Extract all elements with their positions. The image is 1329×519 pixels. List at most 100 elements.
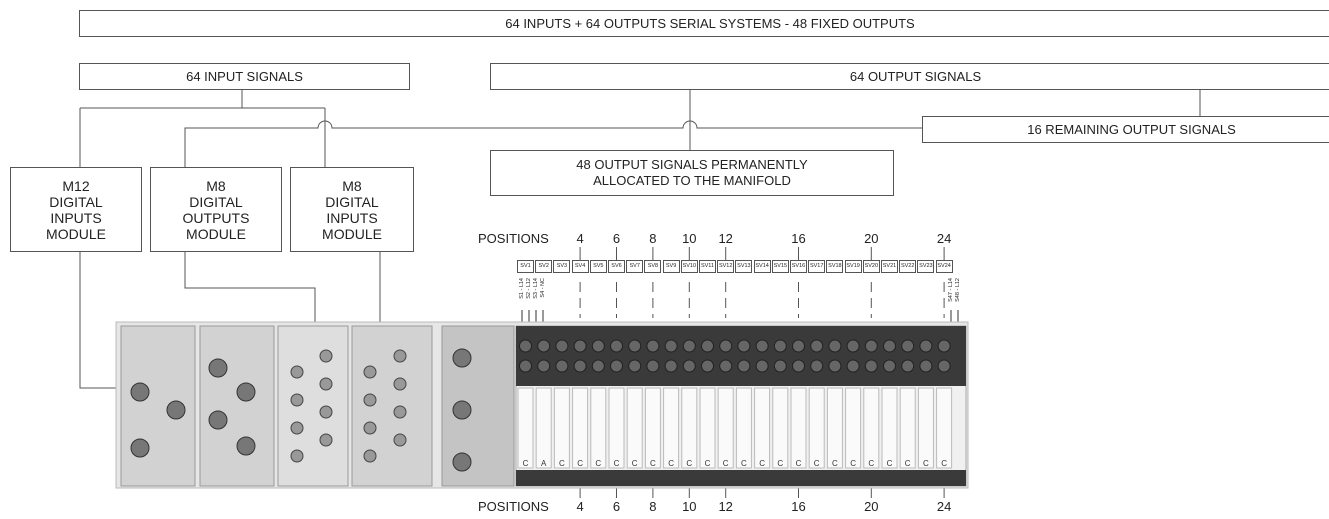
valve-code: C: [523, 459, 529, 468]
input-signals-box: 64 INPUT SIGNALS: [79, 63, 410, 90]
valve-port: [720, 340, 732, 352]
signal-tag: S3 - L14: [533, 278, 539, 299]
valve-port: [829, 360, 841, 372]
valve-code: C: [887, 459, 893, 468]
m8-inputs-module-label: M8 DIGITAL INPUTS MODULE: [322, 178, 382, 242]
position-number: 16: [791, 499, 805, 514]
solenoid-valve-sv16: SV16: [790, 260, 807, 273]
valve-slice: [773, 388, 788, 468]
signal-tag: S47 - L14: [948, 278, 954, 302]
solenoid-valve-sv8: SV8: [644, 260, 661, 273]
valve-slice: [846, 388, 861, 468]
valve-port: [520, 340, 532, 352]
solenoid-valve-sv13: SV13: [735, 260, 752, 273]
solenoid-valve-sv10: SV10: [681, 260, 698, 273]
valve-port: [592, 340, 604, 352]
input-signals-label: 64 INPUT SIGNALS: [186, 69, 303, 85]
valve-slice: [864, 388, 879, 468]
valve-port: [847, 360, 859, 372]
valve-slice: [809, 388, 824, 468]
fixed-outputs-box: 48 OUTPUT SIGNALS PERMANENTLY ALLOCATED …: [490, 150, 894, 196]
valve-port: [556, 340, 568, 352]
valve-code: C: [668, 459, 674, 468]
positions-label-bottom: POSITIONS: [478, 499, 549, 514]
valve-port: [574, 340, 586, 352]
m8-inputs-module-box: M8 DIGITAL INPUTS MODULE: [290, 167, 414, 252]
valve-port: [556, 360, 568, 372]
valve-port: [938, 340, 950, 352]
valve-slice: [900, 388, 915, 468]
valve-port: [738, 360, 750, 372]
remaining-outputs-box: 16 REMAINING OUTPUT SIGNALS: [922, 116, 1329, 143]
position-number: 24: [937, 499, 951, 514]
valve-slice: [918, 388, 933, 468]
m8-outputs-module-box: M8 DIGITAL OUTPUTS MODULE: [150, 167, 282, 252]
valve-port: [774, 360, 786, 372]
valve-slice: [791, 388, 806, 468]
valve-slice: [736, 388, 751, 468]
valve-slice: [554, 388, 569, 468]
position-number: 10: [682, 499, 696, 514]
valve-port: [902, 360, 914, 372]
valve-slice: [627, 388, 642, 468]
solenoid-valve-sv15: SV15: [772, 260, 789, 273]
valve-code: C: [705, 459, 711, 468]
valve-port: [756, 360, 768, 372]
valve-port: [865, 360, 877, 372]
valve-port: [847, 340, 859, 352]
m8-outputs-module-label: M8 DIGITAL OUTPUTS MODULE: [183, 178, 250, 242]
solenoid-valve-sv9: SV9: [663, 260, 680, 273]
valve-code: C: [868, 459, 874, 468]
valve-code: C: [614, 459, 620, 468]
valve-code: C: [595, 459, 601, 468]
valve-code: C: [759, 459, 765, 468]
position-number: 4: [576, 499, 583, 514]
position-number: 20: [864, 231, 878, 246]
system-title: 64 INPUTS + 64 OUTPUTS SERIAL SYSTEMS - …: [505, 16, 914, 32]
solenoid-valve-sv24: SV24: [936, 260, 953, 273]
valve-port: [902, 340, 914, 352]
solenoid-valve-sv14: SV14: [754, 260, 771, 273]
valve-slice: [882, 388, 897, 468]
solenoid-valve-sv5: SV5: [590, 260, 607, 273]
position-number: 12: [718, 231, 732, 246]
valve-slice: [645, 388, 660, 468]
position-number: 6: [613, 499, 620, 514]
position-number: 12: [718, 499, 732, 514]
solenoid-valve-sv22: SV22: [899, 260, 916, 273]
valve-port: [647, 360, 659, 372]
valve-port: [629, 340, 641, 352]
valve-code: C: [832, 459, 838, 468]
valve-port: [702, 360, 714, 372]
valve-slice: [664, 388, 679, 468]
m12-inputs-module-box: M12 DIGITAL INPUTS MODULE: [10, 167, 142, 252]
valve-code: C: [814, 459, 820, 468]
fixed-outputs-label: 48 OUTPUT SIGNALS PERMANENTLY ALLOCATED …: [576, 157, 807, 189]
solenoid-valve-sv4: SV4: [572, 260, 589, 273]
valve-port: [811, 360, 823, 372]
valve-slice: [518, 388, 533, 468]
valve-code: C: [850, 459, 856, 468]
position-number: 20: [864, 499, 878, 514]
solenoid-valve-sv20: SV20: [863, 260, 880, 273]
positions-label-top: POSITIONS: [478, 231, 549, 246]
position-number: 16: [791, 231, 805, 246]
valve-port: [538, 340, 550, 352]
solenoid-valve-sv19: SV19: [845, 260, 862, 273]
solenoid-valve-sv18: SV18: [826, 260, 843, 273]
valve-port: [738, 340, 750, 352]
valve-code: C: [796, 459, 802, 468]
valve-port: [920, 360, 932, 372]
valve-port: [611, 360, 623, 372]
system-title-box: 64 INPUTS + 64 OUTPUTS SERIAL SYSTEMS - …: [79, 10, 1329, 37]
valve-code: C: [905, 459, 911, 468]
valve-port: [592, 360, 604, 372]
valve-port: [611, 340, 623, 352]
valve-code: C: [941, 459, 947, 468]
valve-code: C: [577, 459, 583, 468]
valve-code: C: [650, 459, 656, 468]
signal-tag: S4 - NC: [540, 278, 546, 298]
valve-port: [774, 340, 786, 352]
valve-port: [756, 340, 768, 352]
position-number: 4: [576, 231, 583, 246]
